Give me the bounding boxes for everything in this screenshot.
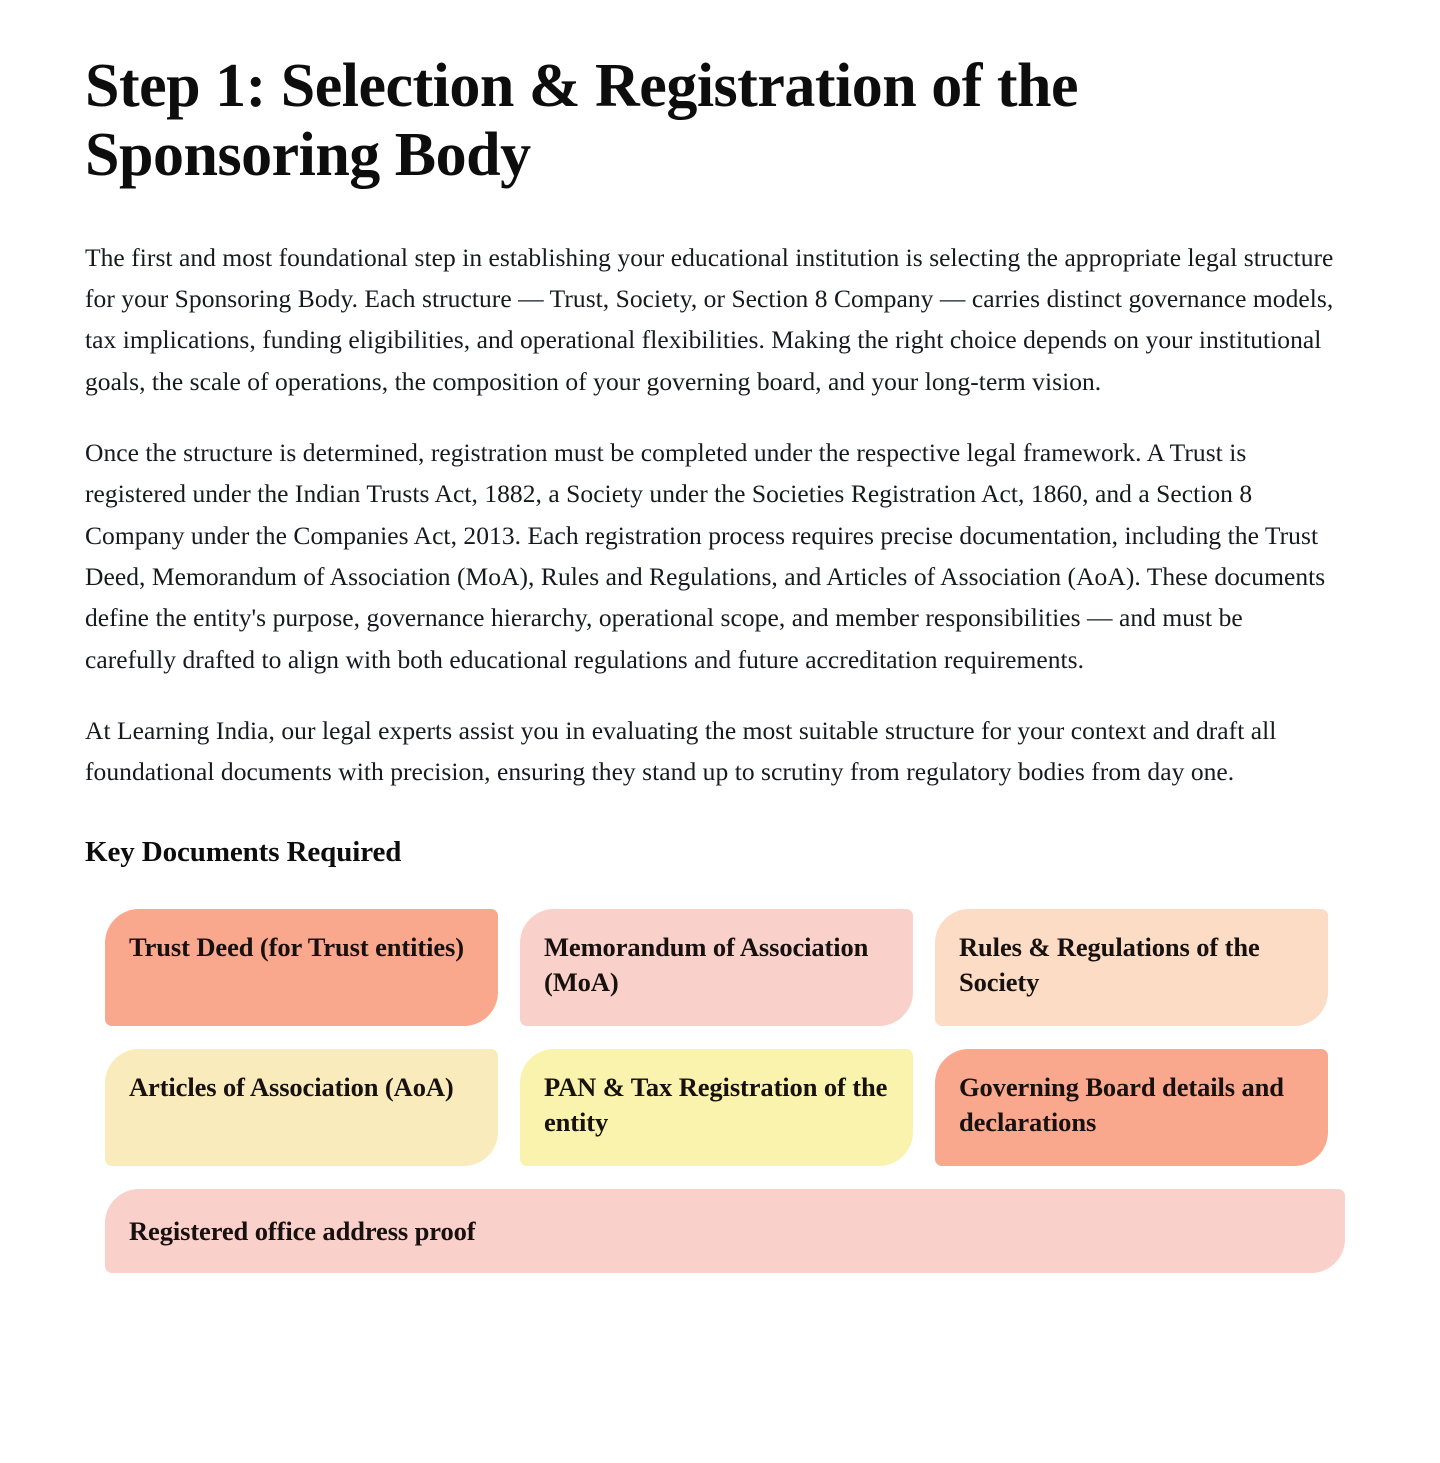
article-body: The first and most foundational step in … [85, 191, 1335, 793]
document-card[interactable]: PAN & Tax Registration of the entity [520, 1049, 913, 1167]
document-card-label: Governing Board details and declarations [959, 1072, 1284, 1138]
paragraph: The first and most foundational step in … [85, 242, 1334, 396]
paragraph: Once the structure is determined, regist… [85, 438, 1326, 674]
document-card-label: Trust Deed (for Trust entities) [129, 932, 464, 963]
document-card[interactable]: Memorandum of Association (MoA) [520, 909, 913, 1027]
key-documents-card-grid: Trust Deed (for Trust entities) Memorand… [105, 872, 1367, 1274]
document-card-label: Articles of Association (AoA) [129, 1072, 454, 1103]
document-card-label: Memorandum of Association (MoA) [544, 932, 869, 998]
document-card-label: Rules & Regulations of the Society [959, 932, 1260, 998]
document-card[interactable]: Trust Deed (for Trust entities) [105, 909, 498, 1027]
document-card[interactable]: Governing Board details and declarations [935, 1049, 1328, 1167]
document-card[interactable]: Rules & Regulations of the Society [935, 909, 1328, 1027]
document-card[interactable]: Registered office address proof [105, 1189, 1345, 1274]
document-card[interactable]: Articles of Association (AoA) [105, 1049, 498, 1167]
page-title: Step 1: Selection & Registration of the … [85, 52, 1079, 190]
document-card-label: Registered office address proof [129, 1215, 476, 1246]
paragraph: At Learning India, our legal experts ass… [85, 715, 1277, 787]
key-documents-heading: Key Documents Required [85, 836, 402, 869]
document-card-label: PAN & Tax Registration of the entity [544, 1072, 888, 1138]
